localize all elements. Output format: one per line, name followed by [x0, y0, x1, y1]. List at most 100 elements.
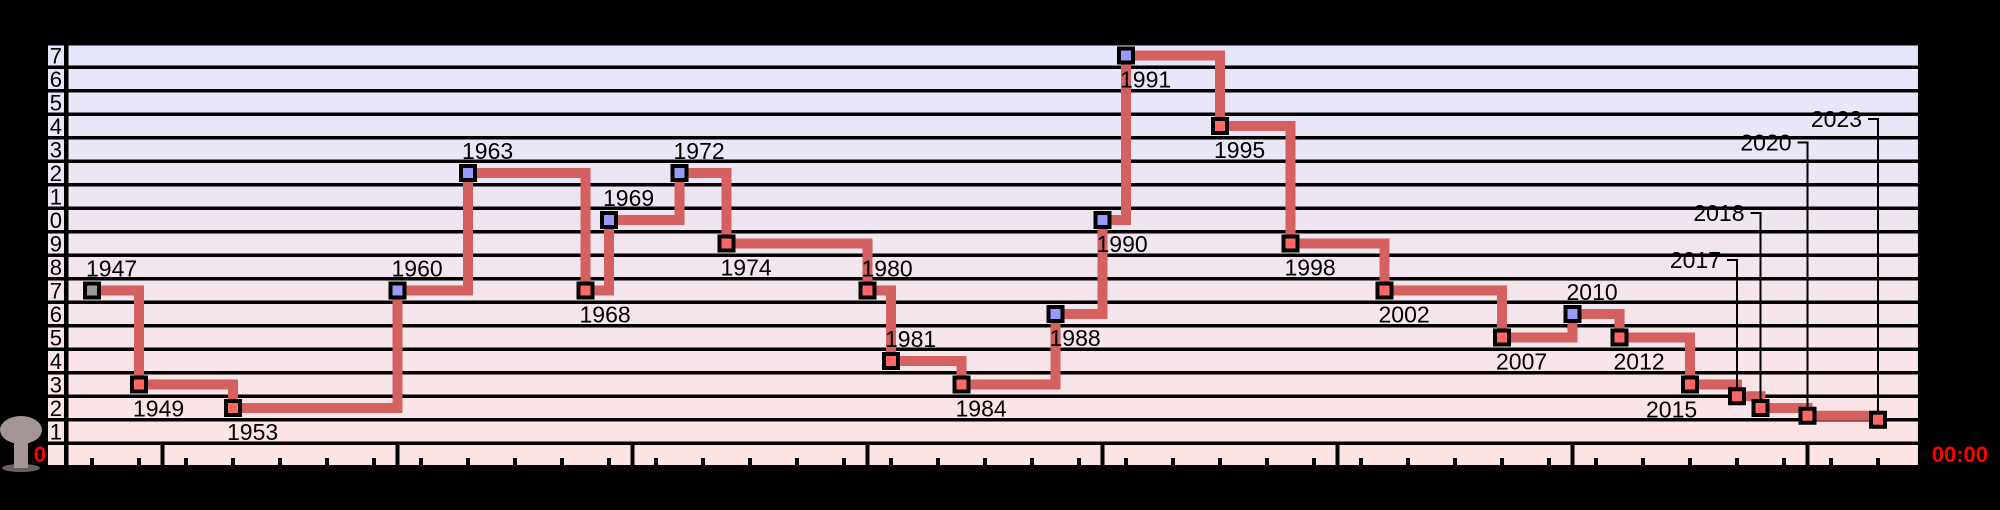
- data-point-marker: [83, 281, 101, 300]
- point-label: 2020: [1740, 130, 1791, 156]
- point-label: 1969: [603, 185, 654, 211]
- data-point-marker: [670, 164, 689, 182]
- data-point-marker: [1751, 399, 1770, 417]
- data-point-marker: [600, 211, 618, 229]
- y-tick-label: 4: [50, 114, 62, 139]
- point-label: 2012: [1614, 349, 1665, 375]
- leader-line: [1750, 212, 1762, 408]
- y-tick-label: 8: [50, 255, 62, 280]
- y-label-band: [48, 210, 64, 230]
- y-label-band: [48, 92, 64, 113]
- point-label: 1991: [1120, 67, 1171, 93]
- y-tick-label: 9: [50, 232, 62, 257]
- data-point-marker: [459, 164, 477, 182]
- data-point-marker: [1046, 305, 1065, 323]
- data-point-marker: [130, 375, 148, 394]
- y-tick-label: 0: [50, 208, 62, 233]
- point-label: 1981: [885, 326, 936, 352]
- grid-band: [68, 327, 1918, 348]
- grid-band: [68, 92, 1918, 113]
- y-tick-label: 3: [50, 138, 62, 163]
- point-label: 1972: [674, 138, 725, 164]
- data-point-marker: [717, 234, 736, 253]
- data-point-marker: [1610, 328, 1629, 347]
- y-tick-label: 7: [50, 44, 62, 69]
- y-label-band: [48, 163, 64, 183]
- grid-band: [68, 233, 1918, 254]
- point-label: 1974: [721, 255, 772, 281]
- data-point-marker: [882, 352, 900, 370]
- data-point-marker: [1728, 387, 1746, 406]
- y-label-band: [48, 374, 64, 395]
- grid-band: [68, 139, 1918, 160]
- grid-band: [68, 45, 1918, 66]
- point-label: 1949: [133, 396, 184, 422]
- y-label-band: [48, 351, 64, 371]
- grid-band: [68, 163, 1918, 183]
- y-label-band: [48, 327, 64, 348]
- y-tick-label: 7: [50, 279, 62, 304]
- data-point-marker: [576, 281, 595, 300]
- point-label: 2018: [1693, 200, 1744, 226]
- data-point-marker: [858, 281, 877, 300]
- y-label-band: [48, 45, 64, 66]
- point-label: 1968: [580, 302, 631, 328]
- point-label: 2017: [1670, 247, 1721, 273]
- point-label: 2002: [1379, 302, 1430, 328]
- grid-band: [68, 116, 1918, 136]
- y-label-band: [48, 398, 64, 418]
- mushroom-cloud-icon: [0, 416, 42, 472]
- point-label: 1963: [462, 138, 513, 164]
- y-tick-label: 5: [50, 326, 62, 351]
- grid-band: [68, 351, 1918, 371]
- point-label: 1960: [392, 256, 443, 282]
- y-tick-label: 4: [50, 349, 62, 374]
- point-label: 1998: [1285, 255, 1336, 281]
- y-label-band: [48, 186, 64, 207]
- y-tick-label: 6: [50, 67, 62, 92]
- y-label-band: [48, 233, 64, 254]
- data-point-marker: [1281, 234, 1300, 253]
- point-label: 2023: [1811, 106, 1862, 132]
- y-tick-label: 2: [50, 161, 62, 186]
- point-label: 2010: [1567, 279, 1618, 305]
- series-step-line: [92, 50, 1884, 425]
- grid-band: [68, 186, 1918, 207]
- point-label: 1947: [86, 256, 137, 282]
- data-point-marker: [1093, 211, 1112, 229]
- y-label-band: [48, 280, 64, 301]
- point-label: 1980: [862, 256, 913, 282]
- y-tick-label: 5: [50, 91, 62, 116]
- y-label-band: [48, 421, 64, 442]
- zero-minutes-label: 0: [34, 442, 46, 467]
- point-label: 1953: [227, 419, 278, 445]
- grid-band: [68, 445, 1918, 465]
- grid-band: [68, 304, 1918, 324]
- y-label-band: [48, 116, 64, 136]
- leader-line: [1727, 259, 1738, 397]
- grid-band: [68, 69, 1918, 89]
- y-label-band: [48, 257, 64, 277]
- point-label: 1984: [956, 396, 1007, 422]
- data-point-marker: [224, 399, 242, 417]
- y-tick-label: 1: [50, 420, 62, 445]
- data-point-marker: [1117, 46, 1135, 65]
- point-label: 1988: [1050, 325, 1101, 351]
- y-label-band: [48, 445, 64, 465]
- data-point-marker: [1211, 117, 1229, 135]
- grid-band: [68, 210, 1918, 230]
- leader-line: [1868, 118, 1879, 420]
- y-tick-label: 1: [50, 185, 62, 210]
- data-point-marker: [1869, 410, 1887, 429]
- grid-band: [68, 257, 1918, 277]
- data-point-marker: [1375, 281, 1394, 300]
- y-label-band: [48, 69, 64, 89]
- point-label: 2015: [1646, 397, 1697, 423]
- data-point-marker: [952, 375, 971, 394]
- point-label: 1995: [1214, 137, 1265, 163]
- grid-band: [68, 280, 1918, 301]
- point-label: 2007: [1496, 349, 1547, 375]
- y-label-band: [48, 139, 64, 160]
- y-tick-label: 3: [50, 373, 62, 398]
- y-tick-label: 2: [50, 396, 62, 421]
